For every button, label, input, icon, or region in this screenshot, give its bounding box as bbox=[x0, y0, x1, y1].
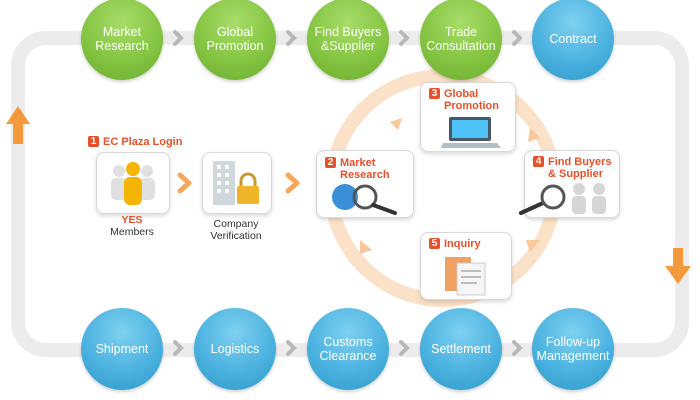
cycle-step-title: 2 Market Research bbox=[325, 157, 390, 181]
laptop-icon bbox=[441, 117, 501, 148]
chevron-right-icon bbox=[177, 172, 192, 194]
chevron-right-icon bbox=[399, 340, 410, 356]
verification-label: Company Verification bbox=[210, 218, 262, 242]
globe-magnifier-icon bbox=[332, 184, 397, 215]
step-number: 5 bbox=[429, 238, 440, 249]
step-label: Customs Clearance bbox=[319, 335, 377, 363]
cycle-step-text: Global Promotion bbox=[444, 88, 499, 112]
top-step-find-buyers: Find Buyers &Supplier bbox=[307, 0, 389, 80]
step-label: Market Research bbox=[95, 25, 149, 53]
top-step-contract: Contract bbox=[532, 0, 614, 80]
bottom-step-shipment: Shipment bbox=[81, 308, 163, 390]
cycle-step-inquiry: 5 Inquiry bbox=[420, 232, 512, 300]
cycle-step-text: Find Buyers & Supplier bbox=[548, 156, 612, 180]
step-number: 4 bbox=[533, 156, 544, 167]
cycle-step-title: 4 Find Buyers & Supplier bbox=[533, 156, 618, 180]
chevron-right-icon bbox=[286, 340, 297, 356]
bottom-step-logistics: Logistics bbox=[194, 308, 276, 390]
chevron-right-icon bbox=[173, 340, 184, 356]
login-title-text: EC Plaza Login bbox=[103, 136, 183, 148]
top-step-global-promotion: Global Promotion bbox=[194, 0, 276, 80]
step-label: Settlement bbox=[431, 342, 491, 356]
chevron-right-icon bbox=[512, 340, 523, 356]
down-arrow-icon bbox=[665, 248, 691, 284]
step-label: Follow-up Management bbox=[536, 335, 610, 363]
building-lock-icon bbox=[213, 161, 259, 205]
up-arrow-icon bbox=[6, 106, 30, 144]
step-number: 2 bbox=[325, 157, 336, 168]
document-icon bbox=[445, 257, 486, 296]
cycle-step-text: Market Research bbox=[340, 157, 390, 181]
top-step-market-research: Market Research bbox=[81, 0, 163, 80]
step-number: 3 bbox=[429, 88, 440, 99]
company-card bbox=[202, 152, 272, 214]
step-label: Global Promotion bbox=[206, 25, 264, 53]
top-step-trade-consultation: Trade Consultation bbox=[420, 0, 502, 80]
cycle-step-global-promotion: 3 Global Promotion bbox=[420, 82, 516, 152]
chevron-right-icon bbox=[399, 30, 410, 46]
bottom-step-settlement: Settlement bbox=[420, 308, 502, 390]
step-label: Trade Consultation bbox=[426, 25, 496, 53]
yes-label: YES bbox=[121, 214, 143, 226]
step-label: Find Buyers &Supplier bbox=[314, 25, 382, 53]
chevron-right-icon bbox=[173, 30, 184, 46]
cycle-step-title: 5 Inquiry bbox=[429, 238, 481, 250]
buyers-magnifier-icon bbox=[519, 183, 606, 215]
step-label: Logistics bbox=[210, 342, 260, 356]
step-number: 1 bbox=[88, 136, 99, 147]
step-label: Contract bbox=[549, 32, 597, 46]
login-title: 1 EC Plaza Login bbox=[88, 136, 182, 148]
chevron-right-icon bbox=[512, 30, 523, 46]
members-icon bbox=[111, 162, 155, 205]
step-label: Shipment bbox=[95, 342, 149, 356]
bottom-step-follow-up: Follow-up Management bbox=[532, 308, 614, 390]
cycle-step-find-buyers: 4 Find Buyers & Supplier bbox=[519, 150, 620, 218]
chevron-right-icon bbox=[286, 30, 297, 46]
cycle-step-text: Inquiry bbox=[444, 238, 481, 250]
members-label: Members bbox=[110, 226, 154, 238]
cycle-step-title: 3 Global Promotion bbox=[429, 88, 504, 112]
chevron-right-icon bbox=[285, 172, 300, 194]
cycle-step-market-research: 2 Market Research bbox=[316, 150, 414, 218]
bottom-step-customs-clearance: Customs Clearance bbox=[307, 308, 389, 390]
members-card bbox=[96, 152, 170, 214]
